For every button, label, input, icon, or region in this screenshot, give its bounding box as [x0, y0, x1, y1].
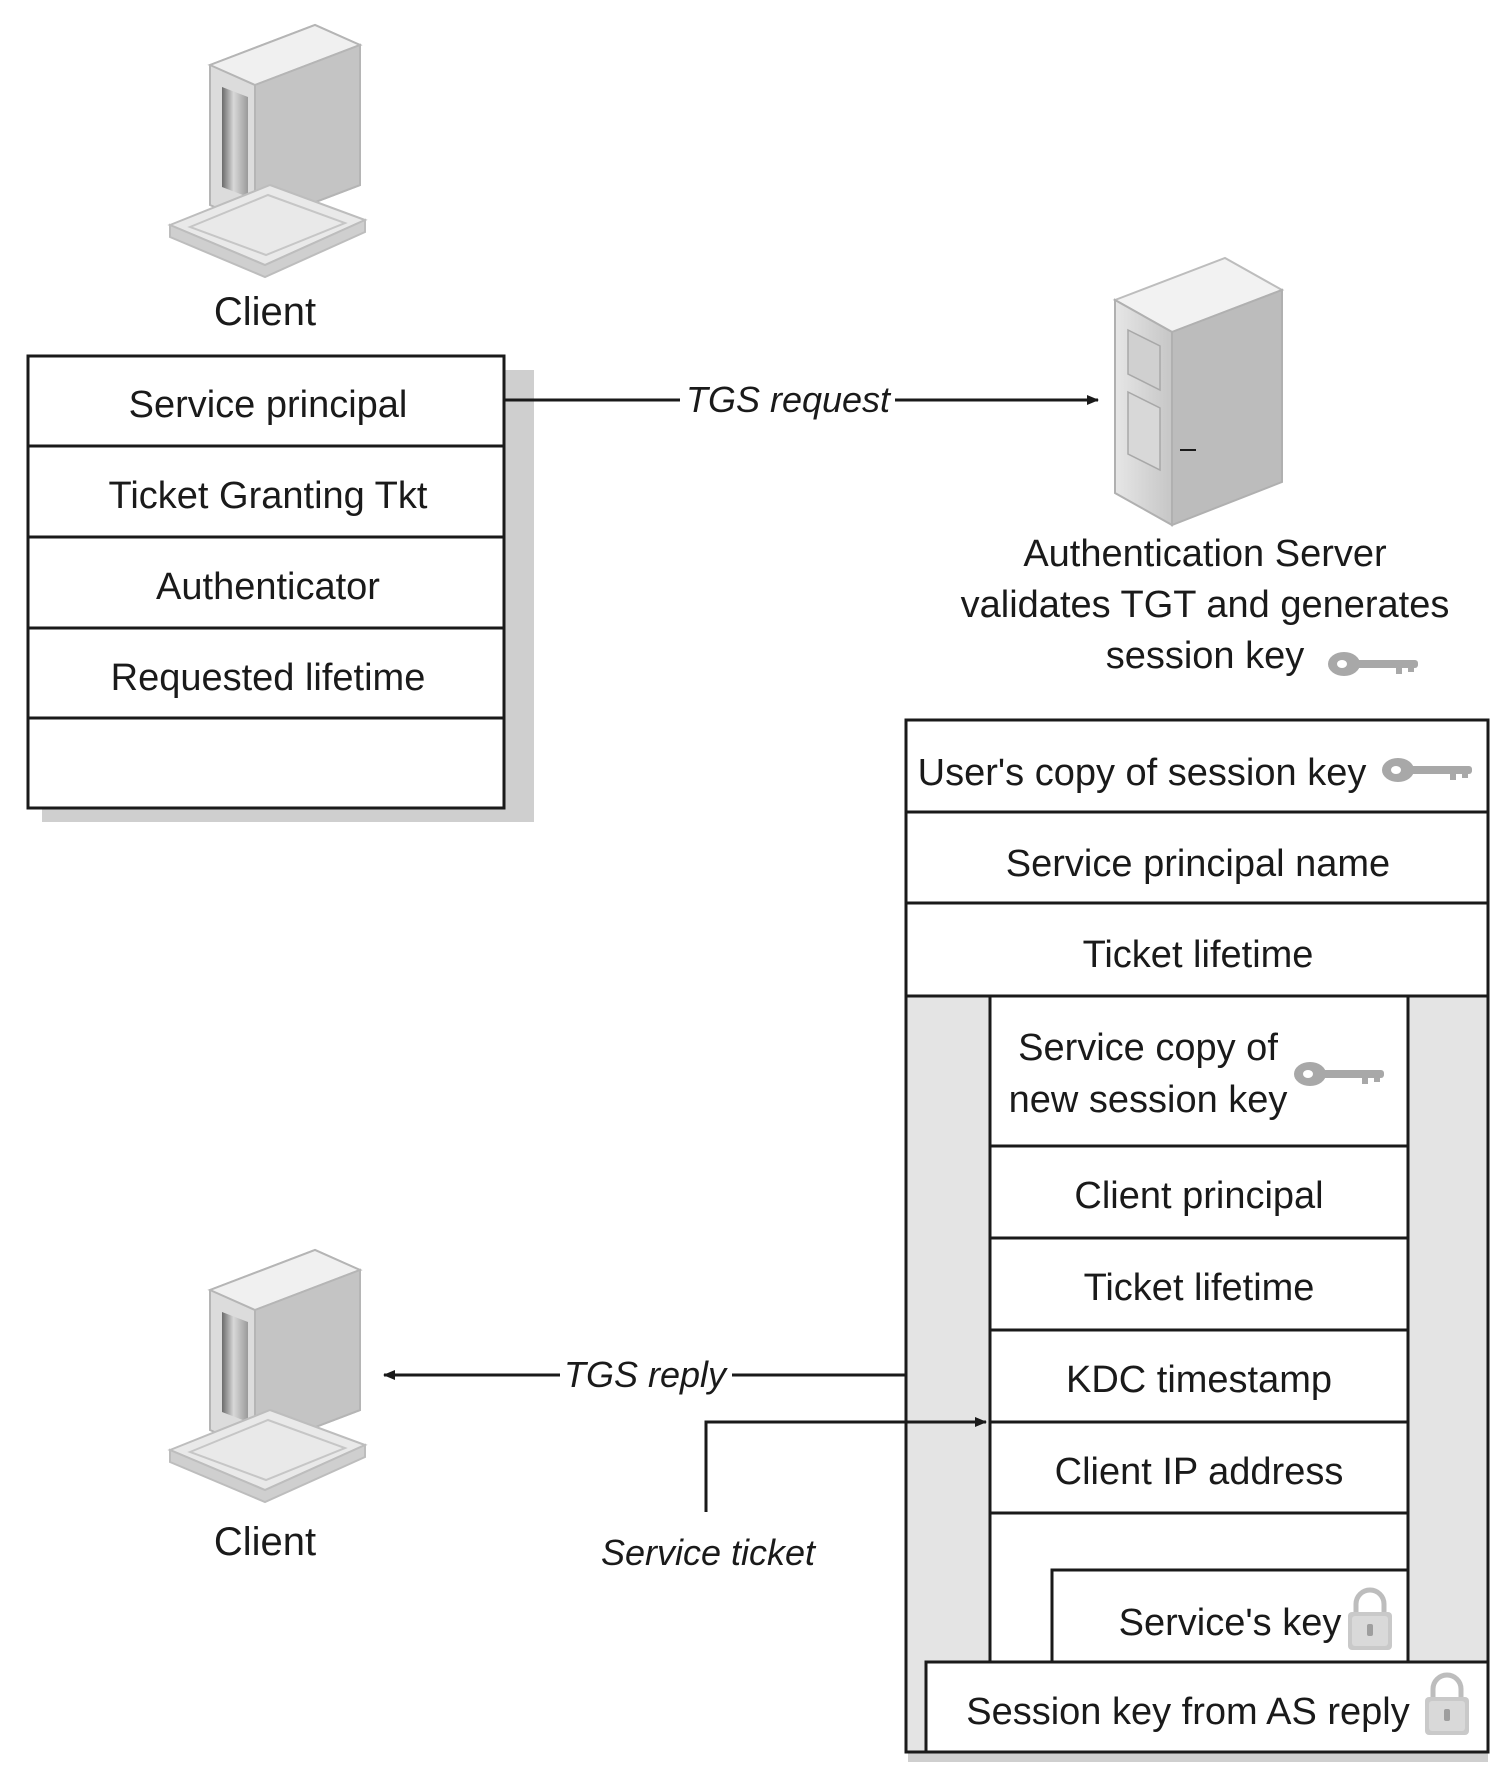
computer-icon	[169, 1249, 366, 1503]
ticket-field-service-copy-line-2: new session key	[1009, 1079, 1288, 1121]
tgs-reply-label: TGS reply	[564, 1354, 728, 1395]
services-key-label: Service's key	[1119, 1602, 1342, 1644]
service-ticket-pointer: Service ticket	[601, 1417, 987, 1573]
ticket-field-client-principal: Client principal	[1074, 1175, 1323, 1217]
tgs-reply-packet: User's copy of session key Service princ…	[904, 718, 1490, 1762]
server-caption-line-2: validates TGT and generates	[961, 584, 1450, 626]
client-top-label: Client	[214, 290, 316, 334]
request-field-service-principal: Service principal	[129, 384, 408, 426]
client-bottom-label: Client	[214, 1520, 316, 1564]
ticket-field-client-ip: Client IP address	[1055, 1451, 1344, 1493]
packet-box	[26, 354, 506, 810]
service-ticket-box	[988, 994, 1410, 1670]
ticket-field-kdc-timestamp: KDC timestamp	[1066, 1359, 1332, 1401]
tgs-request-arrow: TGS request	[504, 379, 1099, 420]
request-field-authenticator: Authenticator	[156, 566, 380, 608]
server-caption-line-3: session key	[1106, 635, 1305, 677]
request-field-requested-lifetime: Requested lifetime	[111, 657, 426, 699]
tgs-reply-arrow: TGS reply	[383, 1354, 906, 1395]
client-top: Client	[169, 24, 366, 334]
authentication-server: Authentication Server validates TGT and …	[961, 256, 1450, 677]
session-key-icon	[1328, 652, 1418, 676]
server-tower-icon	[1112, 256, 1285, 527]
server-caption-line-1: Authentication Server	[1023, 533, 1387, 575]
service-ticket-label: Service ticket	[601, 1532, 817, 1573]
client-bottom: Client	[169, 1249, 366, 1564]
session-key-from-as-reply-label: Session key from AS reply	[966, 1691, 1410, 1733]
request-field-tgt: Ticket Granting Tkt	[109, 475, 428, 517]
computer-icon	[169, 24, 366, 278]
tgs-request-label: TGS request	[686, 379, 892, 420]
reply-field-users-session-key: User's copy of session key	[918, 752, 1367, 794]
service-ticket: Service copy of new session key Client p…	[988, 994, 1410, 1670]
ticket-field-ticket-lifetime: Ticket lifetime	[1084, 1267, 1315, 1309]
reply-field-service-principal-name: Service principal name	[1006, 843, 1390, 885]
session-key-box	[924, 1660, 1490, 1754]
reply-field-ticket-lifetime: Ticket lifetime	[1083, 934, 1314, 976]
tgs-request-packet: Service principal Ticket Granting Tkt Au…	[26, 354, 534, 822]
ticket-field-service-copy-line-1: Service copy of	[1018, 1027, 1278, 1069]
